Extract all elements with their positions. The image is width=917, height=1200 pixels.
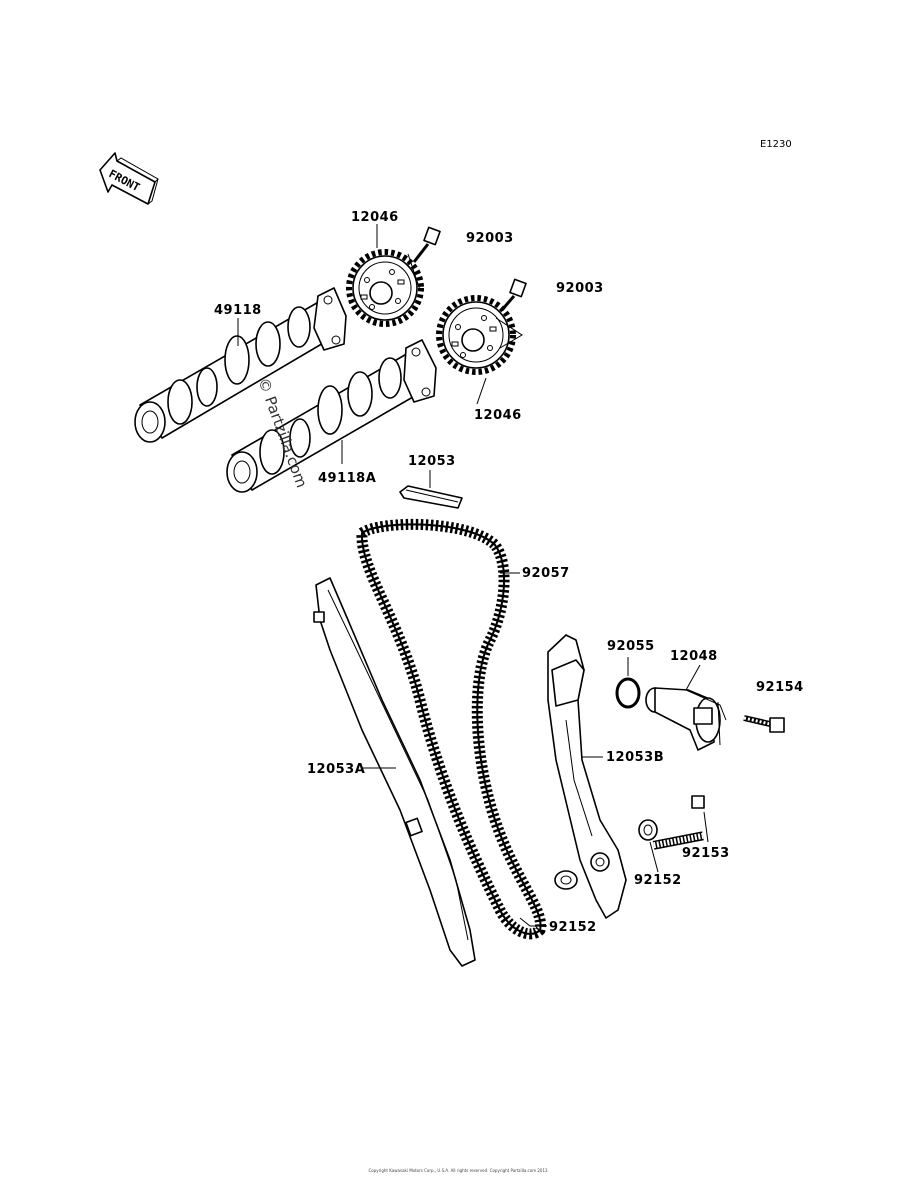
label-camshaft-exhaust: 49118 (214, 303, 262, 318)
guide-collar-bottom (554, 870, 578, 890)
cam-sprocket-bottom (436, 295, 516, 375)
label-guide-rear: 12053B (606, 750, 664, 765)
front-arrow-icon: FRONT (99, 152, 159, 205)
chain-guide-rear (547, 634, 627, 919)
label-guide-front: 12053A (307, 762, 365, 777)
sprocket-bolt-top (412, 226, 441, 263)
cam-sprocket-top (346, 249, 424, 327)
chain-guide-front (313, 577, 476, 967)
chain-tensioner (645, 687, 721, 751)
guide-pivot-bolt (652, 795, 705, 850)
label-collar-right: 92152 (634, 873, 682, 888)
label-collar-bottom: 92152 (549, 920, 597, 935)
label-bolt-top: 92003 (466, 231, 514, 246)
diagram-id: E1230 (760, 139, 792, 150)
label-sprocket-top: 12046 (351, 210, 399, 225)
guide-collar-right (638, 819, 658, 841)
label-sprocket-bottom: 12046 (474, 408, 522, 423)
chain-guide-top (399, 485, 463, 509)
sprocket-bolt-right (500, 278, 527, 311)
label-pivot-bolt: 92153 (682, 846, 730, 861)
label-camshaft-intake: 49118A (318, 471, 376, 486)
label-tensioner: 12048 (670, 649, 718, 664)
label-bolt-right: 92003 (556, 281, 604, 296)
label-chain: 92057 (522, 566, 570, 581)
leader-lines (237, 224, 727, 927)
label-o-ring: 92055 (607, 639, 655, 654)
label-guide-top: 12053 (408, 454, 456, 469)
camshaft-exhaust (134, 287, 347, 443)
cam-chain (356, 518, 547, 940)
label-bolt-tensioner: 92154 (756, 680, 804, 695)
copyright: Copyright Kawasaki Motors Corp., U.S.A. … (368, 1168, 548, 1173)
tensioner-bolt (743, 715, 785, 733)
camshaft-intake (226, 339, 437, 493)
tensioner-o-ring (615, 677, 641, 709)
